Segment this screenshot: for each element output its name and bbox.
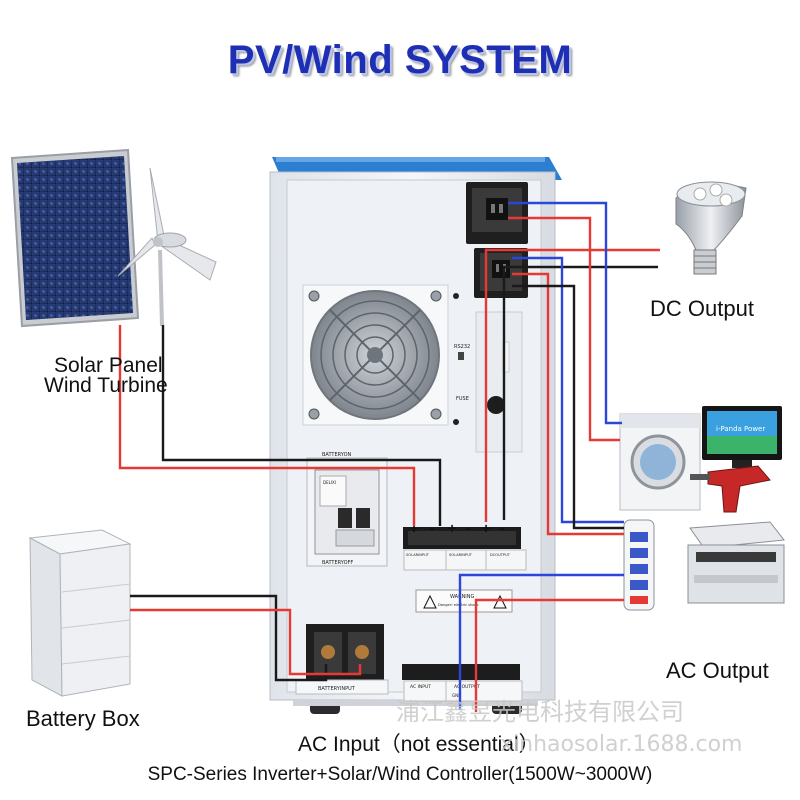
printer [687, 521, 785, 604]
washing-machine [619, 413, 701, 511]
solar-input-2-label: SOLARINPUT [449, 553, 473, 557]
battery-breaker [306, 457, 388, 567]
wire-ac-input-blue [458, 573, 624, 710]
ac-output-port-label: AC OUTPUT [454, 684, 480, 690]
television [702, 406, 782, 468]
solar-panel-label: Solar Panel [54, 354, 163, 377]
terminal-1: + [410, 520, 418, 536]
led-bulb [675, 181, 747, 275]
ac-output-label: AC Output [666, 658, 769, 683]
ac-outlet-220v [466, 182, 528, 244]
solar-input-label: SOLARINPUT [406, 553, 430, 557]
wire-battery-red [130, 608, 362, 676]
wire-ac-input-red [474, 598, 624, 712]
battery-off-label: BATTERYOFF [322, 560, 353, 566]
wire-ac2-blue [512, 256, 624, 524]
wind-turbine-label: Wind Turbine [44, 374, 168, 397]
watermark-site: xinhaosolar.1688.com [500, 732, 743, 757]
power-drill [690, 465, 771, 513]
gnd-label: GND [452, 693, 461, 698]
wind-turbine [117, 167, 217, 327]
caption: SPC-Series Inverter+Solar/Wind Controlle… [147, 764, 653, 785]
battery-box-label: Battery Box [26, 706, 140, 731]
page-title: PV/Wind SYSTEM [227, 38, 573, 82]
dc-output-label: DC Output [650, 296, 754, 321]
solar-panel [10, 148, 140, 328]
wire-solar-positive [118, 325, 416, 526]
rs232-label: RS232 [454, 344, 470, 350]
terminal-5: + [482, 520, 490, 536]
wire-dc-out-positive [484, 248, 660, 522]
warning-label: WARNING [450, 594, 475, 600]
ac-input-port-label: AC INPUT [410, 684, 431, 690]
battery-box [28, 529, 132, 697]
battery-input-terminals [295, 624, 389, 695]
battery-on-label: BATTERYON [322, 452, 352, 458]
power-strip [623, 519, 655, 611]
wire-ac1-blue [508, 201, 622, 425]
warning-sub-label: Danger! electric shock [438, 603, 480, 607]
tv-screen-text: i-Panda Power [716, 425, 765, 433]
terminal-2: - [430, 520, 435, 536]
dc-terminal-block [403, 527, 527, 571]
wire-solar-negative [161, 325, 442, 526]
watermark-company: 浦江鑫昱光电科技有限公司 [396, 698, 684, 726]
battery-input-label: BATTERYINPUT [318, 686, 356, 692]
breaker-brand-label: DELIXI [323, 480, 336, 485]
fuse-label: FUSE [456, 396, 469, 402]
wire-ac2-black [512, 284, 624, 530]
wire-ac2-red [512, 272, 624, 536]
ac-output-220v-label: AC OUTPUT 220V [470, 238, 514, 244]
terminal-3: + [448, 520, 456, 536]
wire-ac1-red [508, 216, 620, 442]
cooling-fan [302, 284, 449, 426]
wiring [118, 201, 660, 712]
terminal-6: - [500, 520, 505, 536]
terminal-4: - [466, 520, 471, 536]
dc-output-port-label: DCOUTPUT [490, 553, 511, 557]
ac-input-label: AC Input（not essential） [298, 733, 540, 756]
